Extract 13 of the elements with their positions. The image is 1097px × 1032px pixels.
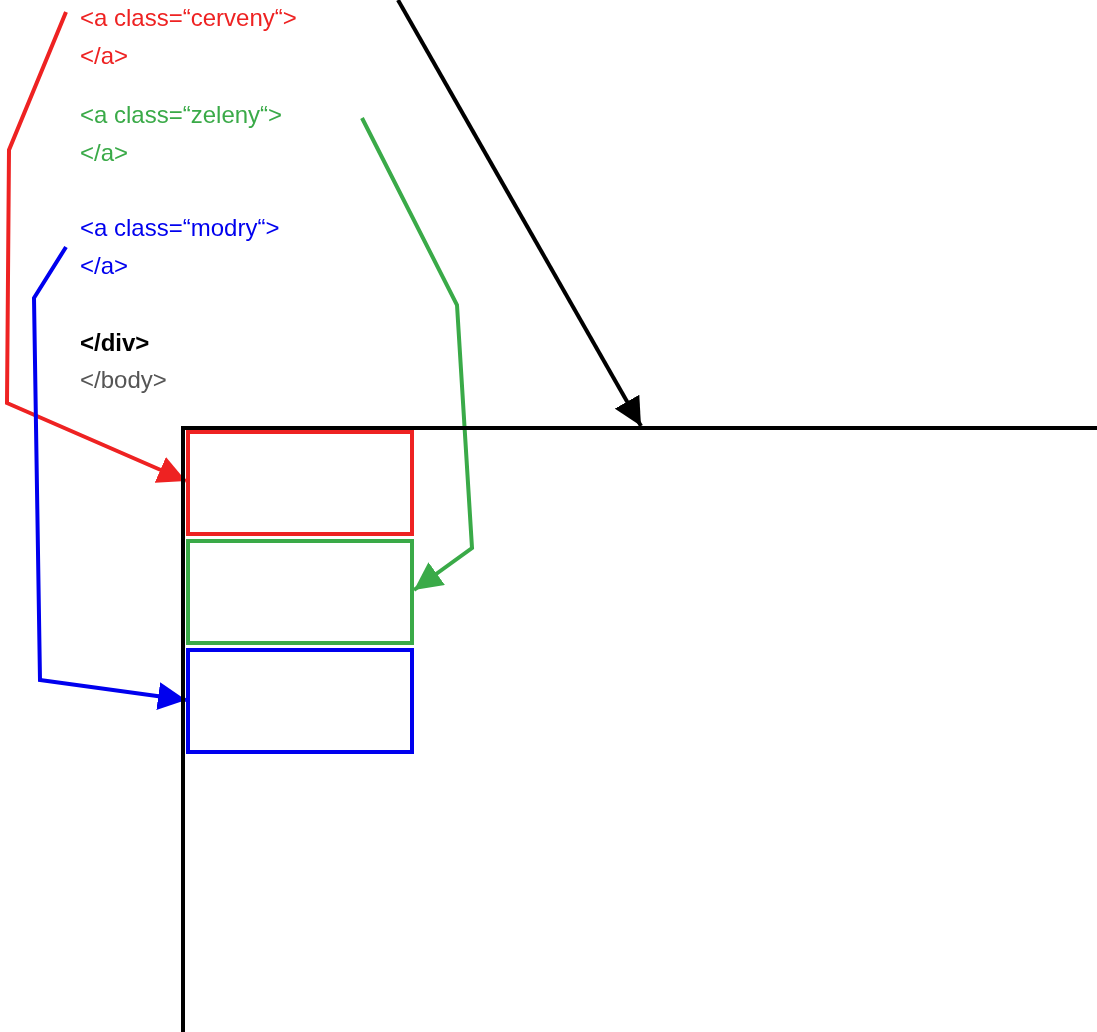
code-text: <a class=“zeleny“> </a> (80, 100, 284, 168)
container-box (181, 426, 1097, 1032)
code-text: </body> (80, 365, 167, 395)
code-text: <a class=“cerveny“> </a> (80, 3, 298, 71)
code-text: <a class=“modry“> </a> (80, 213, 281, 281)
element-box (186, 648, 414, 754)
arrow (32, 245, 187, 711)
arrow (360, 117, 475, 592)
arrow (5, 11, 187, 483)
arrow (396, 0, 643, 427)
code-text: </div> (80, 328, 150, 358)
element-box (186, 539, 414, 645)
element-box (186, 430, 414, 536)
